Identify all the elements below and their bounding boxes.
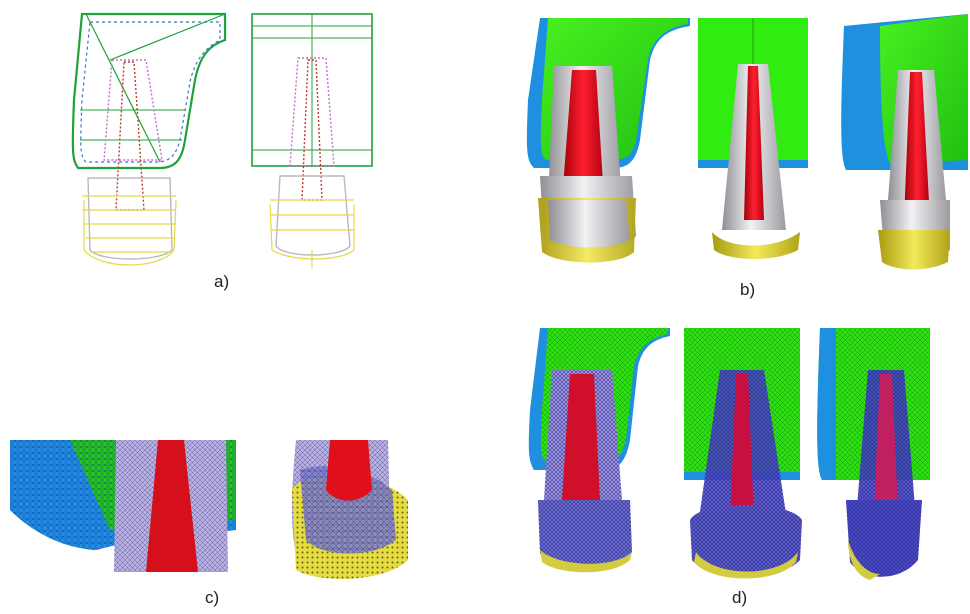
- panel-c-mesh-right: [291, 440, 408, 579]
- panel-a-wireframe-left: [71, 12, 227, 266]
- panel-b-model-left: [526, 18, 690, 263]
- panel-d-mesh-left: [528, 328, 670, 573]
- panel-d-mesh-right: [817, 328, 930, 580]
- panel-d-label: d): [732, 588, 748, 607]
- panel-d-mesh-middle: [684, 328, 802, 579]
- panel-c-mesh-left: [10, 440, 236, 572]
- panel-b-label: b): [740, 280, 756, 299]
- panel-c-label: c): [205, 588, 220, 607]
- panel-a-label: a): [214, 272, 230, 291]
- panel-b-model-middle: [698, 18, 808, 259]
- panel-b-model-right: [841, 14, 968, 270]
- panel-a-wireframe-right: [251, 13, 373, 268]
